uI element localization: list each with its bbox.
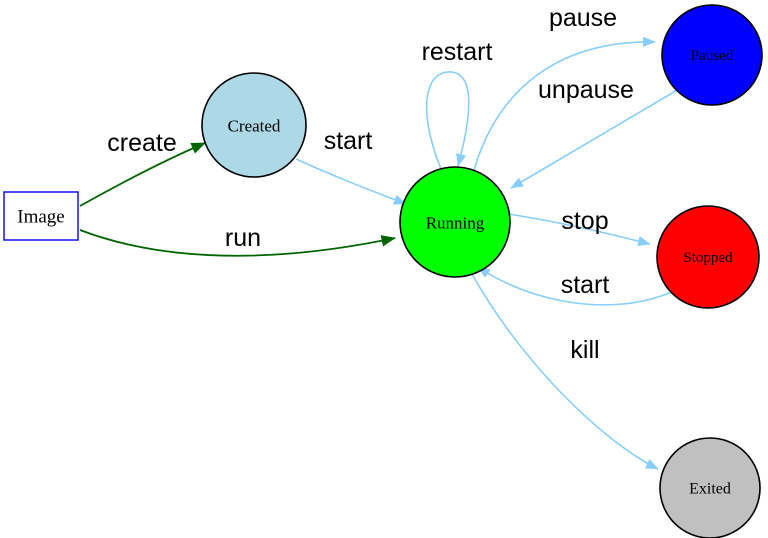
edge-labels-layer: create run start restart pause unpause s… <box>107 4 634 364</box>
node-label-paused: Paused <box>691 48 734 64</box>
node-paused[interactable]: Paused <box>661 4 763 106</box>
edge-label-start-stopped: start <box>561 271 610 299</box>
edge-stop <box>508 213 651 247</box>
edge-start-stopped-running <box>477 266 673 306</box>
paused-circle[interactable] <box>661 4 763 106</box>
node-image[interactable]: Image <box>3 191 79 241</box>
image-box[interactable] <box>3 191 79 241</box>
node-label-running: Running <box>426 214 485 233</box>
nodes-layer: Image Created Running Paused Stopped Exi <box>3 4 763 538</box>
node-exited[interactable]: Exited <box>659 437 761 538</box>
edge-create <box>79 142 206 207</box>
created-circle[interactable] <box>201 72 307 178</box>
node-created[interactable]: Created <box>201 72 307 178</box>
edge-label-stop: stop <box>561 207 608 235</box>
edge-start-created-running <box>295 158 407 205</box>
edge-label-start-created: start <box>324 127 373 155</box>
node-stopped[interactable]: Stopped <box>656 205 760 309</box>
edge-restart-self-loop <box>425 71 470 170</box>
edge-pause <box>473 36 656 171</box>
node-label-image: Image <box>17 207 64 228</box>
edge-label-unpause: unpause <box>538 76 634 104</box>
edge-unpause <box>510 88 680 189</box>
edge-label-pause: pause <box>549 4 617 32</box>
edge-label-run: run <box>225 224 261 252</box>
node-running[interactable]: Running <box>399 166 511 278</box>
edge-label-kill: kill <box>570 336 599 364</box>
edge-label-restart: restart <box>422 38 493 66</box>
edge-kill <box>471 273 659 470</box>
exited-circle[interactable] <box>659 437 761 538</box>
edges-layer <box>79 36 680 470</box>
node-label-created: Created <box>228 117 281 136</box>
node-label-stopped: Stopped <box>683 250 733 266</box>
running-circle[interactable] <box>399 166 511 278</box>
node-label-exited: Exited <box>689 481 731 498</box>
edge-run <box>79 229 396 257</box>
stopped-circle[interactable] <box>656 205 760 309</box>
edge-label-create: create <box>107 129 176 157</box>
